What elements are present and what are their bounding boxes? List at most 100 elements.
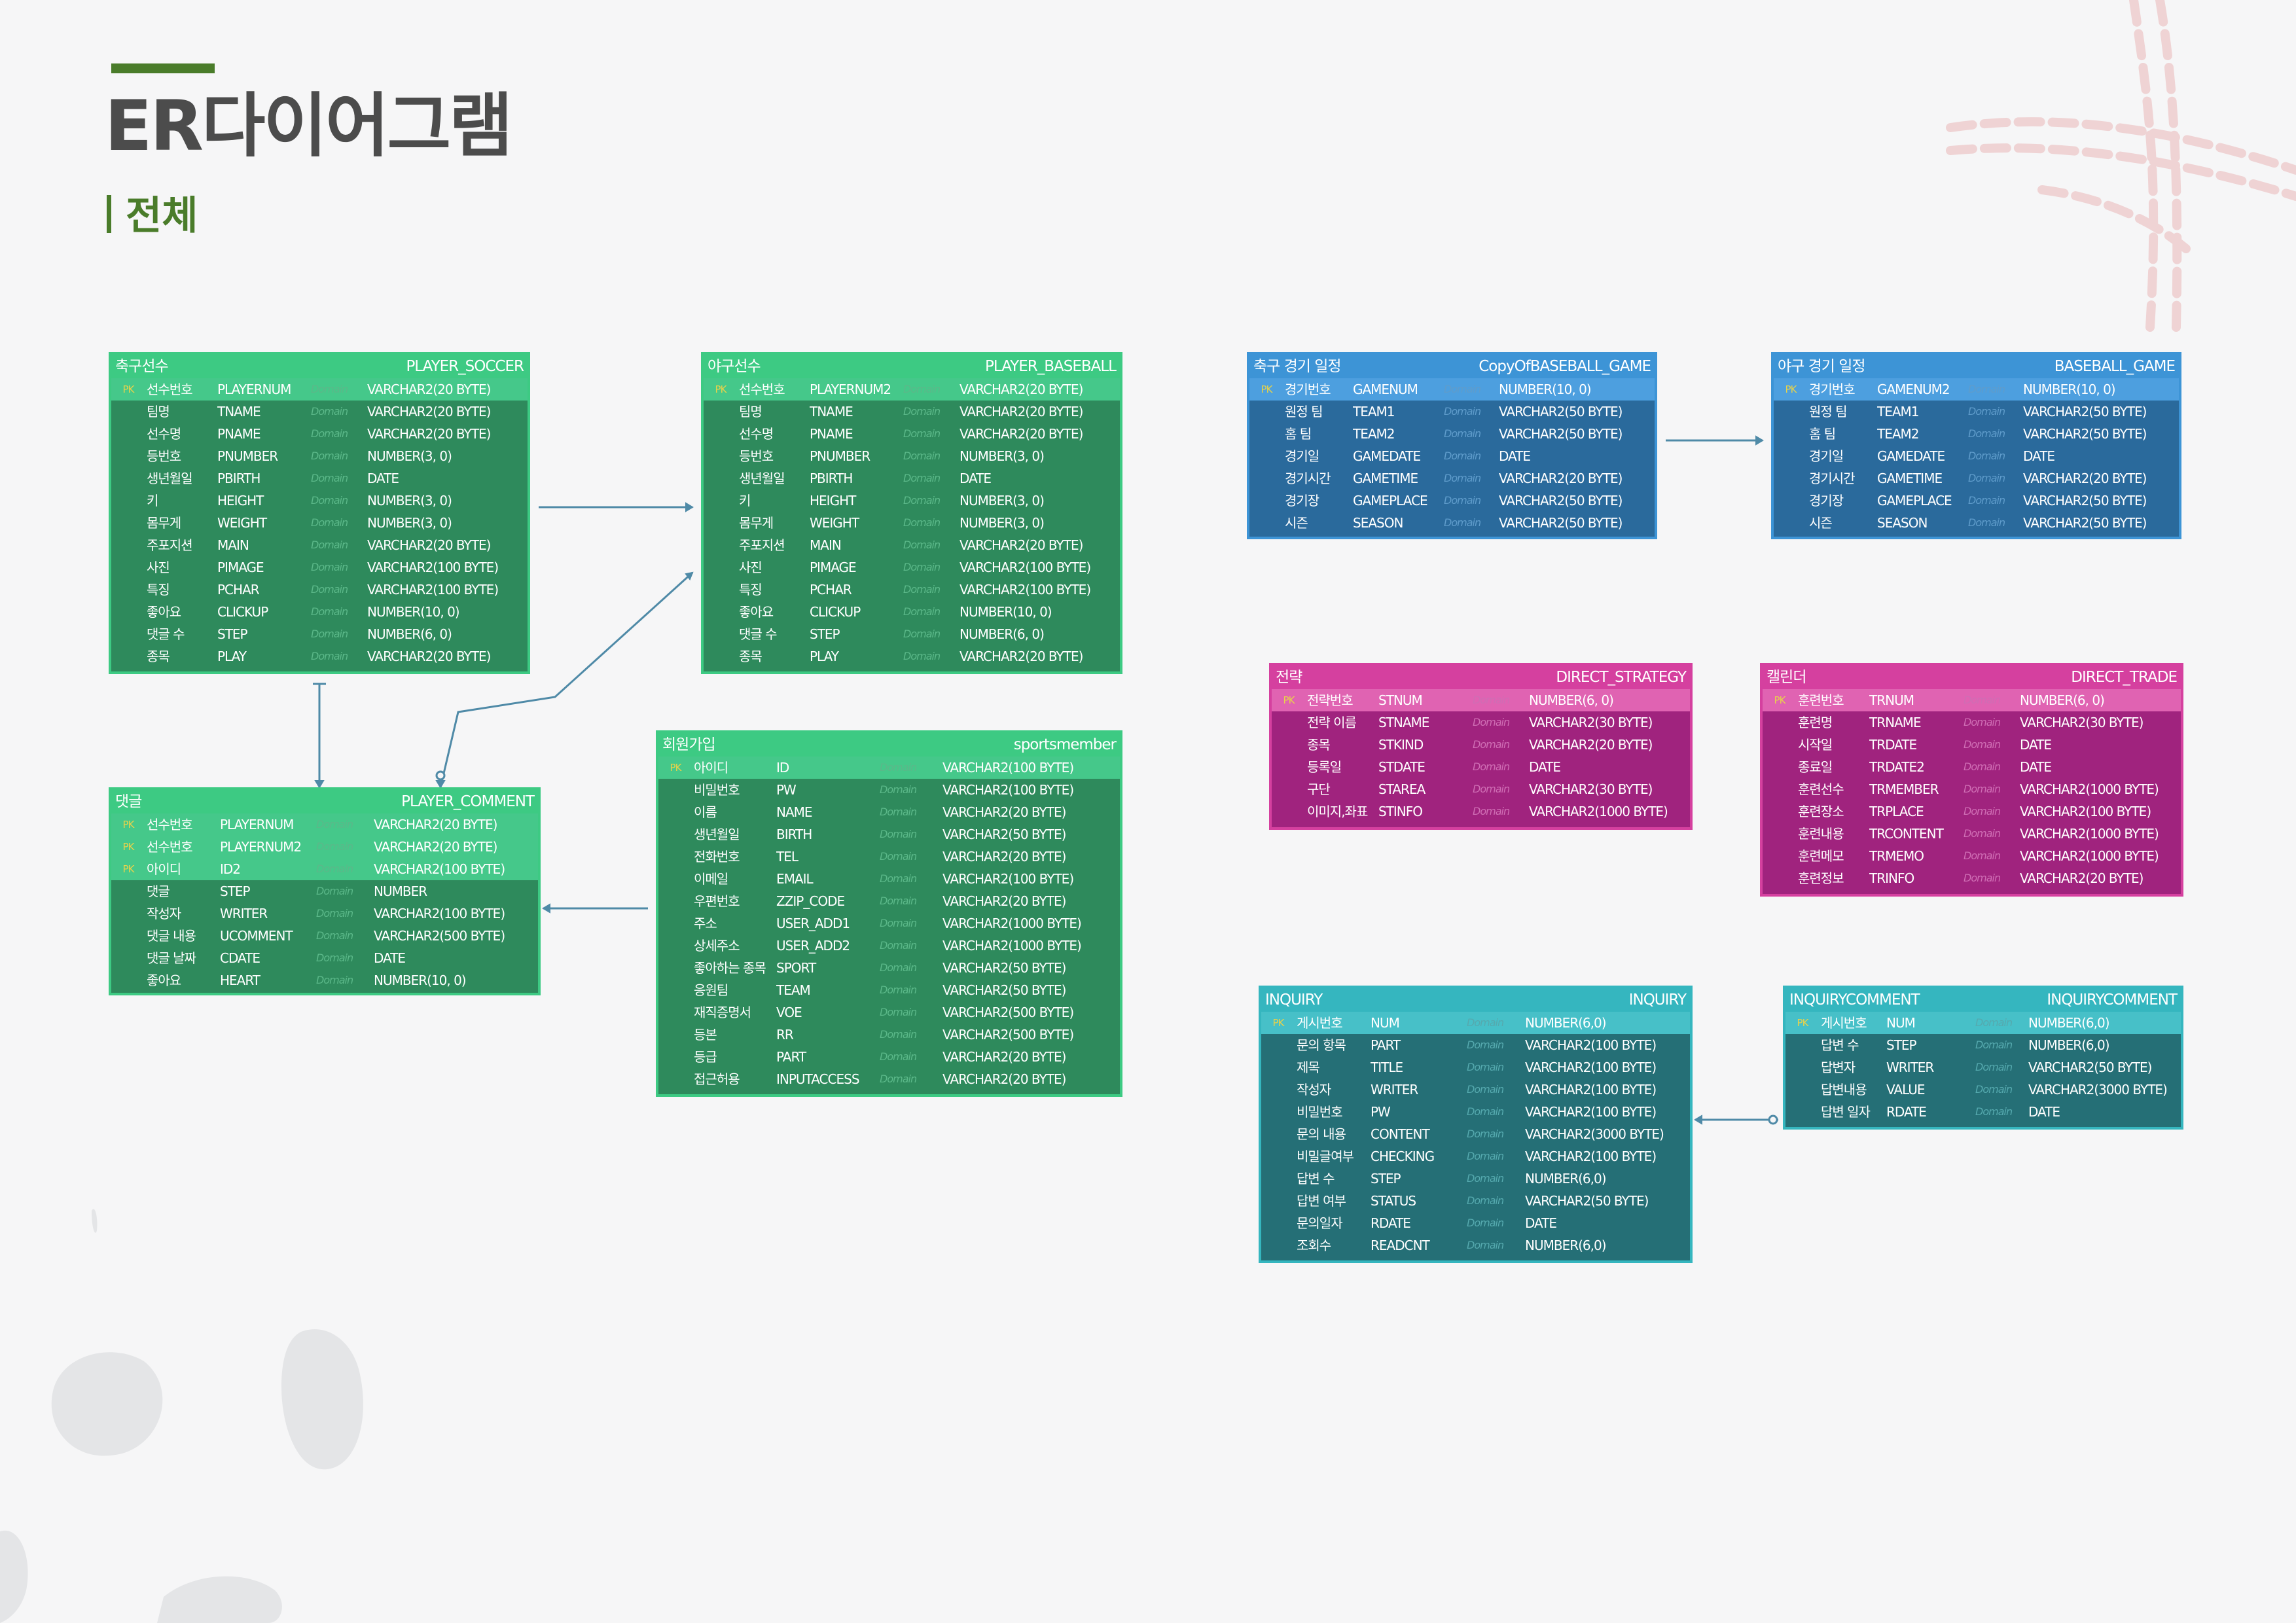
entity-column-row[interactable]: 작성자WRITERDomainVARCHAR2(100 BYTE) bbox=[1261, 1079, 1690, 1101]
entity-column-row[interactable]: 주포지션MAINDomainVARCHAR2(20 BYTE) bbox=[704, 534, 1120, 556]
entity-direct-trade[interactable]: 캘린더DIRECT_TRADEPK훈련번호TRNUMDomainNUMBER(6… bbox=[1760, 663, 2183, 897]
entity-column-row[interactable]: PK선수번호PLAYERNUMDomainVARCHAR2(20 BYTE) bbox=[111, 378, 528, 401]
entity-column-row[interactable]: PK경기번호GAMENUMDomainNUMBER(10, 0) bbox=[1249, 378, 1655, 401]
entity-player-soccer[interactable]: 축구선수PLAYER_SOCCERPK선수번호PLAYERNUMDomainVA… bbox=[109, 352, 530, 674]
entity-column-row[interactable]: 우편번호ZZIP_CODEDomainVARCHAR2(20 BYTE) bbox=[658, 890, 1120, 912]
entity-column-row[interactable]: 댓글 수STEPDomainNUMBER(6, 0) bbox=[704, 623, 1120, 645]
entity-column-row[interactable]: 좋아요CLICKUPDomainNUMBER(10, 0) bbox=[704, 601, 1120, 623]
entity-column-row[interactable]: 작성자WRITERDomainVARCHAR2(100 BYTE) bbox=[111, 902, 538, 925]
entity-column-row[interactable]: 팀명TNAMEDomainVARCHAR2(20 BYTE) bbox=[111, 401, 528, 423]
entity-column-row[interactable]: 좋아하는 종목SPORTDomainVARCHAR2(50 BYTE) bbox=[658, 957, 1120, 979]
entity-column-row[interactable]: 시즌SEASONDomainVARCHAR2(50 BYTE) bbox=[1774, 512, 2179, 534]
entity-column-row[interactable]: 종목PLAYDomainVARCHAR2(20 BYTE) bbox=[704, 645, 1120, 668]
entity-column-row[interactable]: 댓글STEPDomainNUMBER bbox=[111, 880, 538, 902]
entity-column-row[interactable]: 주소USER_ADD1DomainVARCHAR2(1000 BYTE) bbox=[658, 912, 1120, 935]
entity-column-row[interactable]: 답변 여부STATUSDomainVARCHAR2(50 BYTE) bbox=[1261, 1190, 1690, 1212]
entity-inquiry[interactable]: INQUIRYINQUIRYPK게시번호NUMDomainNUMBER(6,0)… bbox=[1259, 986, 1693, 1263]
entity-column-row[interactable]: 문의 항목PARTDomainVARCHAR2(100 BYTE) bbox=[1261, 1034, 1690, 1056]
entity-column-row[interactable]: 재직증명서VOEDomainVARCHAR2(500 BYTE) bbox=[658, 1001, 1120, 1024]
entity-column-row[interactable]: 경기시간GAMETIMEDomainVARCHAR2(20 BYTE) bbox=[1249, 467, 1655, 490]
entity-column-row[interactable]: 경기일GAMEDATEDomainDATE bbox=[1249, 445, 1655, 467]
entity-column-row[interactable]: 생년월일PBIRTHDomainDATE bbox=[704, 467, 1120, 490]
entity-column-row[interactable]: 이름NAMEDomainVARCHAR2(20 BYTE) bbox=[658, 801, 1120, 823]
entity-column-row[interactable]: 접근허용INPUTACCESSDomainVARCHAR2(20 BYTE) bbox=[658, 1068, 1120, 1090]
entity-inquiry-comment[interactable]: INQUIRYCOMMENTINQUIRYCOMMENTPK게시번호NUMDom… bbox=[1783, 986, 2183, 1130]
entity-column-row[interactable]: 팀명TNAMEDomainVARCHAR2(20 BYTE) bbox=[704, 401, 1120, 423]
entity-column-row[interactable]: 키HEIGHTDomainNUMBER(3, 0) bbox=[111, 490, 528, 512]
entity-column-row[interactable]: PK선수번호PLAYERNUMDomainVARCHAR2(20 BYTE) bbox=[111, 813, 538, 836]
entity-column-row[interactable]: 등번호PNUMBERDomainNUMBER(3, 0) bbox=[111, 445, 528, 467]
entity-column-row[interactable]: 홈 팀TEAM2DomainVARCHAR2(50 BYTE) bbox=[1249, 423, 1655, 445]
entity-column-row[interactable]: 훈련선수TRMEMBERDomainVARCHAR2(1000 BYTE) bbox=[1763, 778, 2181, 800]
entity-column-row[interactable]: PK선수번호PLAYERNUM2DomainVARCHAR2(20 BYTE) bbox=[111, 836, 538, 858]
entity-column-row[interactable]: 좋아요HEARTDomainNUMBER(10, 0) bbox=[111, 969, 538, 991]
entity-player-baseball[interactable]: 야구선수PLAYER_BASEBALLPK선수번호PLAYERNUM2Domai… bbox=[701, 352, 1122, 674]
entity-column-row[interactable]: 선수명PNAMEDomainVARCHAR2(20 BYTE) bbox=[111, 423, 528, 445]
entity-column-row[interactable]: 원정 팀TEAM1DomainVARCHAR2(50 BYTE) bbox=[1774, 401, 2179, 423]
entity-column-row[interactable]: 선수명PNAMEDomainVARCHAR2(20 BYTE) bbox=[704, 423, 1120, 445]
entity-column-row[interactable]: 답변자WRITERDomainVARCHAR2(50 BYTE) bbox=[1785, 1056, 2181, 1079]
entity-column-row[interactable]: 문의일자RDATEDomainDATE bbox=[1261, 1212, 1690, 1234]
entity-column-row[interactable]: 상세주소USER_ADD2DomainVARCHAR2(1000 BYTE) bbox=[658, 935, 1120, 957]
entity-column-row[interactable]: 등본RRDomainVARCHAR2(500 BYTE) bbox=[658, 1024, 1120, 1046]
entity-direct-strategy[interactable]: 전략DIRECT_STRATEGYPK전략번호STNUMDomainNUMBER… bbox=[1269, 663, 1693, 830]
entity-column-row[interactable]: 훈련명TRNAMEDomainVARCHAR2(30 BYTE) bbox=[1763, 711, 2181, 734]
entity-column-row[interactable]: 경기시간GAMETIMEDomainVARCHAR2(20 BYTE) bbox=[1774, 467, 2179, 490]
entity-column-row[interactable]: 종목PLAYDomainVARCHAR2(20 BYTE) bbox=[111, 645, 528, 668]
entity-column-row[interactable]: 훈련내용TRCONTENTDomainVARCHAR2(1000 BYTE) bbox=[1763, 823, 2181, 845]
entity-column-row[interactable]: 비밀번호PWDomainVARCHAR2(100 BYTE) bbox=[1261, 1101, 1690, 1123]
entity-column-row[interactable]: PK훈련번호TRNUMDomainNUMBER(6, 0) bbox=[1763, 689, 2181, 711]
entity-column-row[interactable]: 비밀글여부CHECKINGDomainVARCHAR2(100 BYTE) bbox=[1261, 1145, 1690, 1168]
entity-column-row[interactable]: 훈련정보TRINFODomainVARCHAR2(20 BYTE) bbox=[1763, 867, 2181, 889]
entity-column-row[interactable]: PK선수번호PLAYERNUM2DomainVARCHAR2(20 BYTE) bbox=[704, 378, 1120, 401]
entity-column-row[interactable]: 경기장GAMEPLACEDomainVARCHAR2(50 BYTE) bbox=[1774, 490, 2179, 512]
entity-column-row[interactable]: 등록일STDATEDomainDATE bbox=[1272, 756, 1690, 778]
entity-column-row[interactable]: 사진PIMAGEDomainVARCHAR2(100 BYTE) bbox=[704, 556, 1120, 579]
entity-column-row[interactable]: 댓글 날짜CDATEDomainDATE bbox=[111, 947, 538, 969]
entity-column-row[interactable]: 답변 수STEPDomainNUMBER(6,0) bbox=[1261, 1168, 1690, 1190]
entity-column-row[interactable]: 이메일EMAILDomainVARCHAR2(100 BYTE) bbox=[658, 868, 1120, 890]
entity-column-row[interactable]: 원정 팀TEAM1DomainVARCHAR2(50 BYTE) bbox=[1249, 401, 1655, 423]
entity-column-row[interactable]: 조회수READCNTDomainNUMBER(6,0) bbox=[1261, 1234, 1690, 1257]
entity-column-row[interactable]: 응원팀TEAMDomainVARCHAR2(50 BYTE) bbox=[658, 979, 1120, 1001]
entity-player-comment[interactable]: 댓글PLAYER_COMMENTPK선수번호PLAYERNUMDomainVAR… bbox=[109, 787, 541, 995]
entity-sportsmember[interactable]: 회원가입sportsmemberPK아이디IDDomainVARCHAR2(10… bbox=[656, 730, 1122, 1097]
entity-copy-baseball-game[interactable]: 축구 경기 일정CopyOfBASEBALL_GAMEPK경기번호GAMENUM… bbox=[1247, 352, 1657, 539]
entity-column-row[interactable]: 생년월일BIRTHDomainVARCHAR2(50 BYTE) bbox=[658, 823, 1120, 846]
entity-column-row[interactable]: 시즌SEASONDomainVARCHAR2(50 BYTE) bbox=[1249, 512, 1655, 534]
entity-column-row[interactable]: 몸무게WEIGHTDomainNUMBER(3, 0) bbox=[111, 512, 528, 534]
entity-column-row[interactable]: 종료일TRDATE2DomainDATE bbox=[1763, 756, 2181, 778]
entity-column-row[interactable]: PK경기번호GAMENUM2DomainNUMBER(10, 0) bbox=[1774, 378, 2179, 401]
entity-column-row[interactable]: 사진PIMAGEDomainVARCHAR2(100 BYTE) bbox=[111, 556, 528, 579]
entity-column-row[interactable]: 훈련장소TRPLACEDomainVARCHAR2(100 BYTE) bbox=[1763, 800, 2181, 823]
entity-column-row[interactable]: 이미지,좌표STINFODomainVARCHAR2(1000 BYTE) bbox=[1272, 800, 1690, 823]
entity-column-row[interactable]: 전화번호TELDomainVARCHAR2(20 BYTE) bbox=[658, 846, 1120, 868]
entity-column-row[interactable]: 생년월일PBIRTHDomainDATE bbox=[111, 467, 528, 490]
entity-column-row[interactable]: 경기일GAMEDATEDomainDATE bbox=[1774, 445, 2179, 467]
entity-column-row[interactable]: 답변내용VALUEDomainVARCHAR2(3000 BYTE) bbox=[1785, 1079, 2181, 1101]
entity-column-row[interactable]: 등급PARTDomainVARCHAR2(20 BYTE) bbox=[658, 1046, 1120, 1068]
entity-column-row[interactable]: 주포지션MAINDomainVARCHAR2(20 BYTE) bbox=[111, 534, 528, 556]
entity-column-row[interactable]: 좋아요CLICKUPDomainNUMBER(10, 0) bbox=[111, 601, 528, 623]
entity-column-row[interactable]: 댓글 수STEPDomainNUMBER(6, 0) bbox=[111, 623, 528, 645]
entity-column-row[interactable]: PK게시번호NUMDomainNUMBER(6,0) bbox=[1261, 1012, 1690, 1034]
entity-column-row[interactable]: 문의 내용CONTENTDomainVARCHAR2(3000 BYTE) bbox=[1261, 1123, 1690, 1145]
entity-column-row[interactable]: 특징PCHARDomainVARCHAR2(100 BYTE) bbox=[111, 579, 528, 601]
entity-column-row[interactable]: 홈 팀TEAM2DomainVARCHAR2(50 BYTE) bbox=[1774, 423, 2179, 445]
entity-column-row[interactable]: 구단STAREADomainVARCHAR2(30 BYTE) bbox=[1272, 778, 1690, 800]
entity-column-row[interactable]: 특징PCHARDomainVARCHAR2(100 BYTE) bbox=[704, 579, 1120, 601]
entity-column-row[interactable]: 답변 수STEPDomainNUMBER(6,0) bbox=[1785, 1034, 2181, 1056]
entity-column-row[interactable]: PK전략번호STNUMDomainNUMBER(6, 0) bbox=[1272, 689, 1690, 711]
entity-column-row[interactable]: PK게시번호NUMDomainNUMBER(6,0) bbox=[1785, 1012, 2181, 1034]
entity-column-row[interactable]: 훈련메모TRMEMODomainVARCHAR2(1000 BYTE) bbox=[1763, 845, 2181, 867]
entity-column-row[interactable]: 댓글 내용UCOMMENTDomainVARCHAR2(500 BYTE) bbox=[111, 925, 538, 947]
entity-column-row[interactable]: 답변 일자RDATEDomainDATE bbox=[1785, 1101, 2181, 1123]
entity-column-row[interactable]: 몸무게WEIGHTDomainNUMBER(3, 0) bbox=[704, 512, 1120, 534]
entity-column-row[interactable]: 전략 이름STNAMEDomainVARCHAR2(30 BYTE) bbox=[1272, 711, 1690, 734]
entity-column-row[interactable]: 비밀번호PWDomainVARCHAR2(100 BYTE) bbox=[658, 779, 1120, 801]
entity-baseball-game[interactable]: 야구 경기 일정BASEBALL_GAMEPK경기번호GAMENUM2Domai… bbox=[1771, 352, 2181, 539]
entity-column-row[interactable]: PK아이디ID2DomainVARCHAR2(100 BYTE) bbox=[111, 858, 538, 880]
entity-column-row[interactable]: PK아이디IDDomainVARCHAR2(100 BYTE) bbox=[658, 757, 1120, 779]
entity-column-row[interactable]: 종목STKINDDomainVARCHAR2(20 BYTE) bbox=[1272, 734, 1690, 756]
entity-column-row[interactable]: 시작일TRDATEDomainDATE bbox=[1763, 734, 2181, 756]
